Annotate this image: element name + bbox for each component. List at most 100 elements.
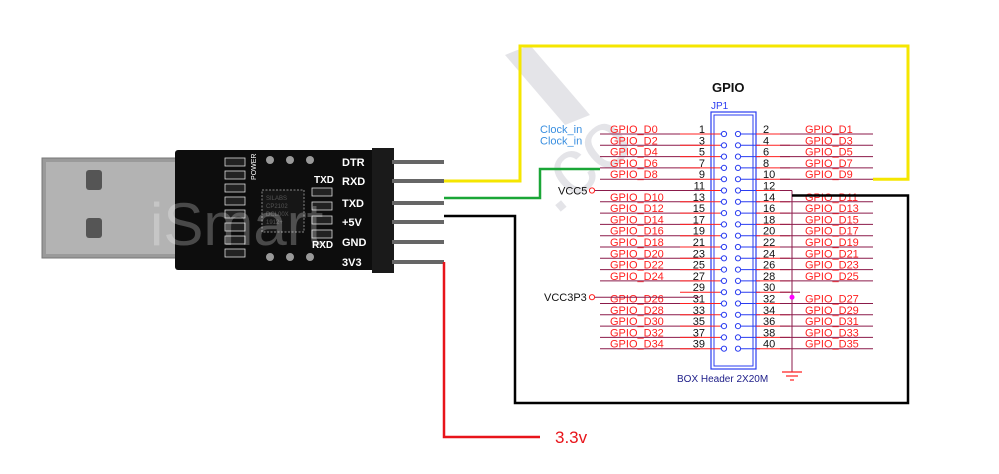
net-label-right: GPIO_D35 — [805, 339, 859, 351]
pin-circle — [720, 130, 728, 138]
pin-circle — [720, 255, 728, 262]
pin-number-left: 5 — [699, 147, 705, 159]
net-label-right: GPIO_D5 — [805, 147, 853, 159]
pin-number-right: 2 — [763, 124, 769, 136]
pin-circle — [720, 277, 728, 284]
pin-circle — [734, 277, 742, 284]
net-label-right: GPIO_D27 — [805, 294, 859, 306]
pin-number-left: 11 — [694, 181, 705, 193]
pcb-hole — [286, 253, 294, 261]
pin-circle — [734, 300, 742, 307]
vcc3p3-label: VCC3P3 — [544, 292, 587, 304]
pin-circle — [720, 221, 728, 228]
pin-circle — [734, 334, 742, 341]
wire-txd — [444, 167, 600, 200]
pin-circle — [734, 198, 742, 205]
net-label-right: GPIO_D3 — [805, 135, 853, 147]
smd-component — [224, 248, 246, 258]
net-label-left: GPIO_D22 — [610, 260, 664, 272]
net-label-right: GPIO_D23 — [805, 260, 859, 272]
header-inner — [713, 114, 754, 367]
pin-number-right: 40 — [763, 339, 775, 351]
pin-silk-label: RXD — [342, 176, 365, 188]
pin-circle — [734, 153, 742, 160]
rx-led-label: RXD — [312, 240, 333, 251]
smd-component — [224, 183, 246, 193]
pin-number-right: 22 — [763, 237, 775, 249]
pcb-hole — [306, 156, 314, 164]
usb-hole — [86, 170, 102, 190]
pin-number-left: 3 — [699, 135, 705, 147]
pin-circle — [720, 323, 728, 330]
net-label-right: GPIO_D13 — [805, 203, 859, 215]
wires — [442, 44, 910, 439]
net-label-left: GPIO_D30 — [610, 316, 664, 328]
net-label-right: GPIO_D15 — [805, 214, 859, 226]
net-label-left: GPIO_D2 — [610, 135, 658, 147]
net-label-right: GPIO_D25 — [805, 271, 859, 283]
pin-number-left: 25 — [693, 260, 705, 272]
pin-number-right: 12 — [763, 181, 775, 193]
pin-circle — [734, 164, 742, 171]
header-pin — [392, 179, 444, 183]
pin-number-left: 15 — [693, 203, 705, 215]
usb-ttl-module: SILABSCP2102DCL00X1912+DTRRXDTXD+5VGND3V… — [41, 148, 444, 273]
pin-circle — [720, 198, 728, 205]
net-label-left: GPIO_D0 — [610, 124, 658, 136]
pcb-hole — [286, 156, 294, 164]
pin-number-right: 18 — [763, 214, 775, 226]
pin-number-right: 30 — [763, 282, 775, 294]
net-label-right: GPIO_D7 — [805, 158, 853, 170]
smd-component — [224, 157, 246, 167]
net-label-left: GPIO_D16 — [610, 226, 664, 238]
wire-rxd — [444, 44, 910, 183]
pin-number-right: 16 — [763, 203, 775, 215]
clock-in-label: Clock_in — [540, 124, 582, 136]
pin-circle — [734, 142, 742, 149]
net-label-left: GPIO_D12 — [610, 203, 664, 215]
pin-circle — [720, 266, 728, 273]
pin-silk-label: +5V — [342, 217, 363, 229]
pin-number-right: 26 — [763, 260, 775, 272]
pin-silk-label: DTR — [342, 157, 365, 169]
cp2102-chip — [261, 189, 305, 233]
pin-circle — [734, 243, 742, 251]
net-label-right: GPIO_D11 — [805, 192, 858, 204]
voltage-label: 3.3v — [555, 428, 588, 447]
pin-number-right: 24 — [763, 248, 775, 260]
pin-number-left: 9 — [699, 169, 705, 181]
pin-silk-label: 3V3 — [342, 257, 362, 269]
pin-number-right: 14 — [763, 192, 775, 204]
pin-number-left: 21 — [693, 237, 705, 249]
header-pin — [392, 201, 444, 205]
pin-number-right: 28 — [763, 271, 775, 283]
net-label-right: GPIO_D1 — [805, 124, 853, 136]
pin-number-left: 31 — [693, 294, 705, 306]
pin-number-right: 8 — [763, 158, 769, 170]
vcc3p3-port — [588, 294, 596, 301]
pin-number-left: 37 — [693, 327, 705, 339]
chip-marking: 1912+ — [266, 220, 283, 226]
chip-marking: CP2102 — [266, 204, 288, 210]
pin-circle — [720, 142, 728, 149]
net-label-right: GPIO_D33 — [805, 327, 859, 339]
pin-number-left: 1 — [699, 124, 705, 136]
net-label-left: GPIO_D24 — [610, 271, 664, 283]
vcc5-label: VCC5 — [558, 186, 587, 198]
smd-component — [224, 235, 246, 245]
pin-circle — [720, 187, 728, 194]
pcb-hole — [266, 156, 274, 164]
tx-led-label: TXD — [314, 175, 334, 186]
pin-number-left: 27 — [693, 271, 705, 283]
pin-circle — [720, 232, 728, 239]
smd-component — [311, 229, 333, 239]
wire-gnd — [444, 194, 910, 405]
pin-number-left: 17 — [693, 214, 705, 226]
pin-circle — [720, 176, 728, 183]
pin-number-right: 36 — [763, 316, 775, 328]
vcc5-port — [588, 187, 596, 194]
header-pin — [392, 160, 444, 164]
connector-label: BOX Header 2X20M — [677, 374, 768, 385]
net-label-left: GPIO_D34 — [610, 339, 664, 351]
